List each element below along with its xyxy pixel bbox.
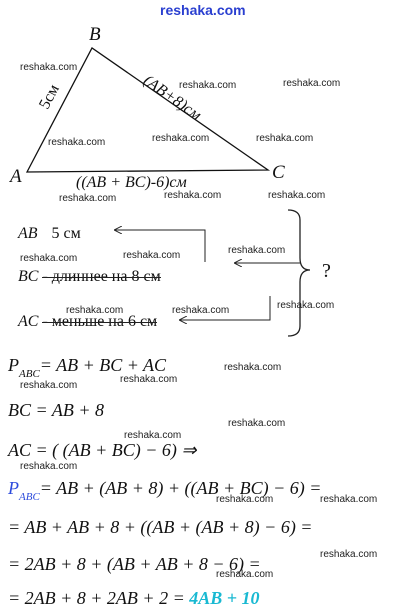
watermark: reshaka.com — [164, 190, 222, 201]
watermark: reshaka.com — [59, 193, 117, 204]
vertex-b-label: B — [89, 24, 101, 45]
given-bc-text: - длиннее на 8 см — [42, 268, 161, 285]
perimeter-symbol: P — [8, 355, 19, 375]
watermark: reshaka.com — [123, 250, 181, 261]
perimeter-symbol-blue: P — [8, 478, 19, 498]
triangle-figure — [25, 47, 271, 173]
solution-line-1: PABC= AB + BC + AC — [8, 355, 167, 380]
solution-line-2: BC = AB + 8 — [8, 400, 104, 420]
watermark: reshaka.com — [256, 133, 314, 144]
given-ab-value: 5 см — [51, 225, 81, 242]
curly-bracket — [287, 209, 311, 337]
perimeter-subscript: ABC — [19, 368, 40, 380]
watermark: reshaka.com — [268, 190, 326, 201]
vertex-c-label: C — [272, 162, 285, 183]
given-ac-label: AC — [18, 313, 39, 330]
watermark: reshaka.com — [283, 78, 341, 89]
watermark: reshaka.com — [179, 80, 237, 91]
solution-line-3: AC = ( (AB + BC) − 6) ⇒ — [8, 440, 197, 460]
watermark: reshaka.com — [120, 374, 178, 385]
given-arrows — [0, 209, 311, 337]
solution-line-7: = 2AB + 8 + 2AB + 2 = 4AB + 10 — [8, 588, 260, 609]
given-ab-row: AB 5 см — [18, 225, 81, 243]
final-answer: 4AB + 10 — [189, 588, 260, 608]
watermark: reshaka.com — [124, 430, 182, 441]
line7-main: = 2AB + 8 + 2AB + 2 = — [8, 588, 185, 608]
perimeter-subscript-blue: ABC — [19, 491, 40, 503]
vertex-a-label: A — [10, 166, 22, 187]
watermark: reshaka.com — [277, 300, 335, 311]
given-ac-text: - меньше на 6 см — [42, 313, 158, 330]
watermark: reshaka.com — [320, 549, 378, 560]
watermark: reshaka.com — [216, 569, 274, 580]
given-ab-label: AB — [18, 225, 38, 242]
side-ac-label: ((AB + BC)-6)см — [76, 174, 187, 191]
watermark: reshaka.com — [228, 418, 286, 429]
watermark: reshaka.com — [20, 253, 78, 264]
triangle-shape — [25, 47, 271, 173]
solution-line-5: = AB + AB + 8 + ((AB + (AB + 8) − 6) = — [8, 517, 313, 537]
solution-line-4: PABC= AB + (AB + 8) + ((AB + BC) − 6) = — [8, 478, 322, 503]
site-title[interactable]: reshaka.com — [160, 2, 246, 18]
line1-rest: = AB + BC + AC — [39, 355, 167, 375]
watermark: reshaka.com — [20, 461, 78, 472]
arrow-to-ac — [180, 296, 271, 320]
given-ac-row: AC - меньше на 6 см — [18, 313, 157, 331]
watermark: reshaka.com — [172, 305, 230, 316]
given-bc-row: BC - длиннее на 8 см — [18, 268, 161, 286]
watermark: reshaka.com — [48, 137, 106, 148]
watermark: reshaka.com — [66, 305, 124, 316]
watermark: reshaka.com — [224, 362, 282, 373]
watermark: reshaka.com — [152, 133, 210, 144]
arrow-to-ab — [115, 230, 206, 262]
watermark: reshaka.com — [20, 380, 78, 391]
question-mark: ? — [322, 260, 331, 282]
solution-line-6: = 2AB + 8 + (AB + AB + 8 − 6) = — [8, 554, 261, 574]
watermark: reshaka.com — [216, 494, 274, 505]
given-bc-label: BC — [18, 268, 39, 285]
watermark: reshaka.com — [20, 62, 78, 73]
line4-rest: = AB + (AB + 8) + ((AB + BC) − 6) = — [39, 478, 322, 498]
watermark: reshaka.com — [320, 494, 378, 505]
watermark: reshaka.com — [228, 245, 286, 256]
